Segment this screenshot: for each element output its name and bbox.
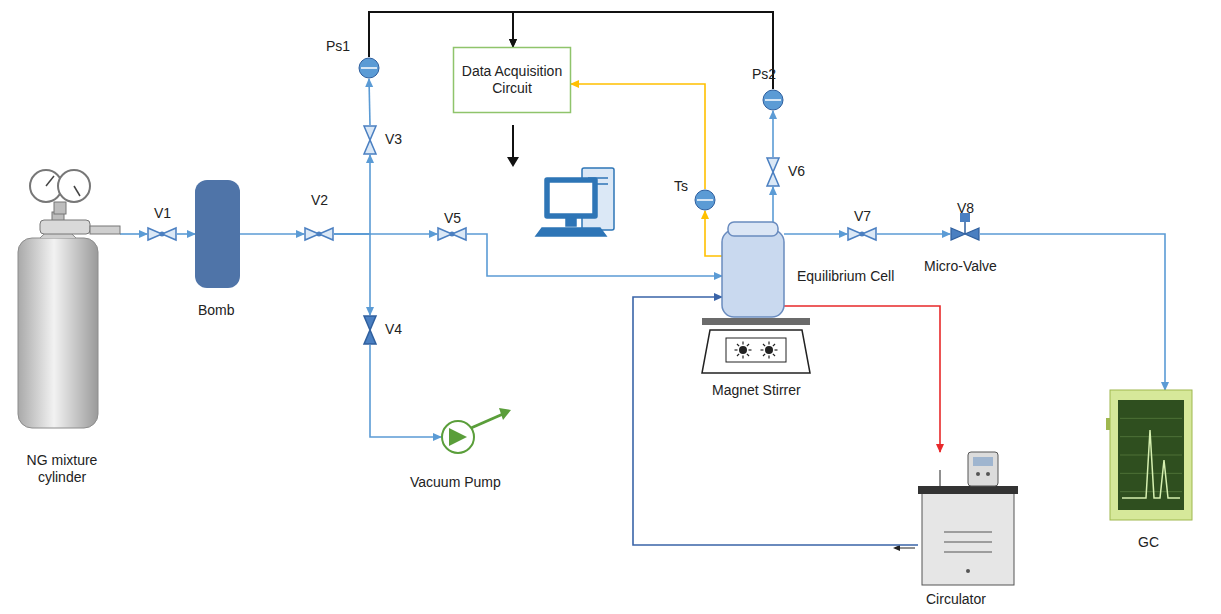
- box-label: Data Acquisition Circuit: [453, 47, 571, 105]
- pipe-connector: [772, 111, 774, 157]
- pipe-connector: [370, 345, 441, 437]
- sensor-icon: [694, 189, 716, 211]
- gas-cylinder: NG mixture cylinder: [10, 160, 120, 430]
- node-label: V5: [444, 210, 461, 227]
- pipe-connector: [705, 211, 722, 256]
- pipe-connector: [240, 233, 304, 235]
- node-label: V4: [385, 321, 402, 338]
- node-label: V8: [957, 200, 974, 217]
- valveV-icon: [766, 157, 780, 187]
- valve: V4: [363, 315, 377, 345]
- circulator: Circulator: [918, 452, 1018, 585]
- valveV-icon: [363, 125, 377, 155]
- valve: V6: [766, 157, 780, 187]
- micro-valve: V8Micro-Valve: [950, 227, 980, 241]
- pipe-connector: [633, 297, 918, 545]
- valve: V7: [847, 227, 877, 241]
- valveVfilled-icon: [363, 315, 377, 345]
- valve-icon: [147, 227, 177, 241]
- circulator-icon: [918, 452, 1018, 585]
- bomb-vessel: Bomb: [195, 180, 240, 288]
- valve: V5: [437, 227, 467, 241]
- node-label: Vacuum Pump: [410, 474, 501, 491]
- computer-icon: [536, 168, 614, 236]
- pipe-connector: [334, 155, 370, 234]
- node-label: Ts: [674, 178, 688, 195]
- temperature-sensor: Ts: [694, 189, 716, 211]
- stirrer-icon: [700, 318, 812, 375]
- valve: V2: [304, 227, 334, 241]
- valve-icon: [304, 227, 334, 241]
- pipe-connector: [334, 233, 437, 235]
- microvalve-icon: [950, 227, 980, 241]
- pipe-connector: [571, 84, 705, 189]
- node-label: NG mixture cylinder: [12, 452, 112, 486]
- cylinder-icon: [10, 160, 120, 430]
- pipe-connector: [467, 234, 722, 276]
- node-label: Micro-Valve: [924, 258, 997, 275]
- magnet-stirrer: Magnet Stirrer: [700, 318, 812, 375]
- node-label: Magnet Stirrer: [712, 382, 801, 399]
- valve-icon: [847, 227, 877, 241]
- pipe-connector: [980, 234, 1165, 390]
- data-wire-head: [507, 157, 519, 167]
- node-label: V7: [854, 208, 871, 225]
- pressure-sensor: Ps1: [358, 57, 380, 79]
- node-label: Equilibrium Cell: [797, 268, 894, 285]
- node-label: GC: [1138, 534, 1159, 551]
- valve: V3: [363, 125, 377, 155]
- pipe-connector: [334, 234, 370, 315]
- equilibrium-cell: Equilibrium Cell: [722, 222, 784, 317]
- cell-icon: [722, 222, 784, 317]
- node-label: Circulator: [926, 591, 986, 608]
- pump-icon: [441, 420, 475, 454]
- pipe-connector: [177, 233, 195, 235]
- pipe-connector: [120, 233, 147, 235]
- node-label: Bomb: [198, 302, 235, 319]
- gc-icon: [1110, 390, 1192, 520]
- pipe-connector: [772, 187, 774, 222]
- node-label: V1: [154, 205, 171, 222]
- pipe-connector: [784, 233, 847, 235]
- node-label: V2: [311, 192, 328, 209]
- gas-chromatograph: GC: [1110, 390, 1192, 520]
- node-label: Ps1: [326, 38, 350, 55]
- valve-icon: [437, 227, 467, 241]
- sensor-icon: [762, 89, 784, 111]
- pipe-connector: [369, 79, 370, 125]
- sensor-icon: [358, 57, 380, 79]
- vacuum-pump: Vacuum Pump: [441, 420, 475, 454]
- pipe-connector: [877, 233, 950, 235]
- daq-box: Data Acquisition Circuit: [453, 47, 571, 113]
- pressure-sensor: Ps2: [762, 89, 784, 111]
- node-label: Ps2: [752, 66, 776, 83]
- node-label: V3: [385, 131, 402, 148]
- node-label: V6: [788, 163, 805, 180]
- valve: V1: [147, 227, 177, 241]
- pipe-connector: [784, 306, 940, 452]
- bomb-icon: [195, 180, 240, 288]
